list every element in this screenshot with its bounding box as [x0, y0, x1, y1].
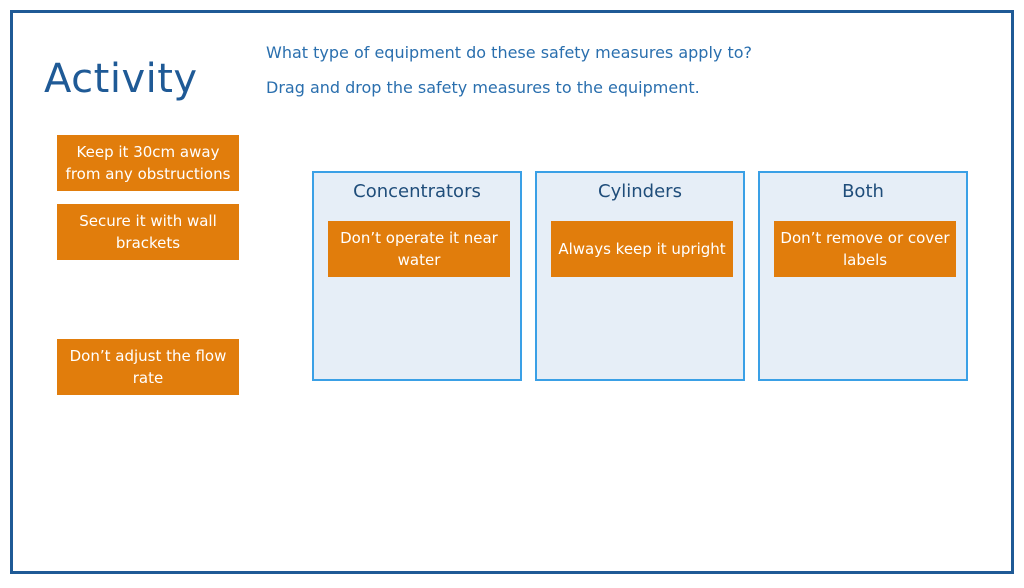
- drop-zone-label: Both: [842, 181, 884, 202]
- instruction-action: Drag and drop the safety measures to the…: [266, 78, 700, 97]
- placed-tile-labels[interactable]: Don’t remove or cover labels: [774, 221, 956, 277]
- page-title: Activity: [44, 56, 198, 102]
- drop-zone-label: Concentrators: [353, 181, 481, 202]
- placed-tile-near-water[interactable]: Don’t operate it near water: [328, 221, 510, 277]
- draggable-tile-flow-rate[interactable]: Don’t adjust the flow rate: [57, 339, 239, 395]
- drop-zone-cylinders[interactable]: Cylinders Always keep it upright: [535, 171, 745, 381]
- draggable-tile-keep-away[interactable]: Keep it 30cm away from any obstructions: [57, 135, 239, 191]
- drop-zone-both[interactable]: Both Don’t remove or cover labels: [758, 171, 968, 381]
- drop-zone-label: Cylinders: [598, 181, 682, 202]
- placed-tile-upright[interactable]: Always keep it upright: [551, 221, 733, 277]
- instruction-question: What type of equipment do these safety m…: [266, 43, 753, 62]
- drop-zone-concentrators[interactable]: Concentrators Don’t operate it near wate…: [312, 171, 522, 381]
- draggable-tile-wall-brackets[interactable]: Secure it with wall brackets: [57, 204, 239, 260]
